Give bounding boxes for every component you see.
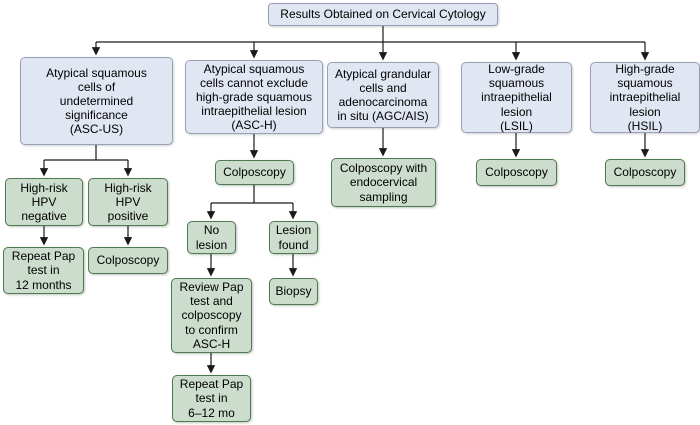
node-repeat-pap-12-months: Repeat Pap test in 12 months <box>3 247 84 294</box>
node-asc-h: Atypical squamous cells cannot exclude h… <box>185 60 323 134</box>
node-repeat-pap-6-12-mo: Repeat Pap test in 6–12 mo <box>172 375 251 422</box>
node-hpv-positive: High-risk HPV positive <box>88 178 168 226</box>
node-colposcopy-asc-us: Colposcopy <box>88 247 168 274</box>
node-lesion-found: Lesion found <box>269 221 318 254</box>
node-asc-us: Atypical squamous cells of undetermined … <box>20 57 173 145</box>
node-biopsy: Biopsy <box>269 278 318 305</box>
node-no-lesion: No lesion <box>187 221 236 254</box>
node-colposcopy-endocervical-sampling: Colposcopy with endocervical sampling <box>331 158 436 207</box>
node-review-pap-confirm-asc-h: Review Pap test and colposcopy to confir… <box>171 278 252 353</box>
node-hpv-negative: High-risk HPV negative <box>5 178 83 226</box>
node-colposcopy-asc-h: Colposcopy <box>215 160 294 185</box>
node-colposcopy-hsil: Colposcopy <box>605 159 685 186</box>
node-agc-ais: Atypical grandular cells and adenocarcin… <box>327 62 439 128</box>
node-lsil: Low-grade squamous intraepithelial lesio… <box>461 62 572 133</box>
node-colposcopy-lsil: Colposcopy <box>476 159 557 186</box>
node-results-title: Results Obtained on Cervical Cytology <box>268 3 498 26</box>
node-hsil: High-grade squamous intraepithelial lesi… <box>590 62 700 133</box>
